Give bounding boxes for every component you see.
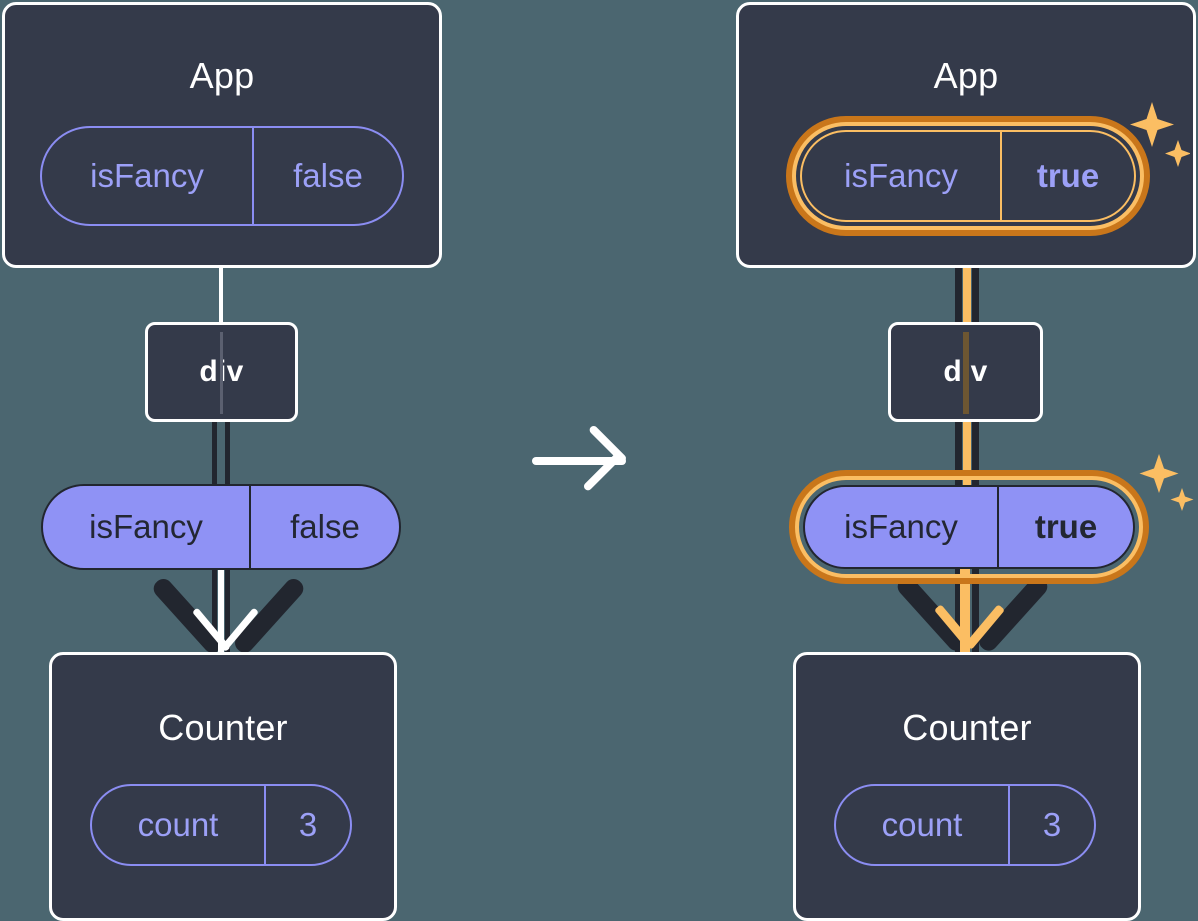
app-state-pill-right[interactable]: isFancy true [800,130,1136,222]
transition-arrow [530,422,648,500]
wire-div-to-pill-right-a [955,418,962,486]
sparkle-icon-prop-right [1139,454,1194,511]
wire-pill-to-counter-right-a [955,566,962,662]
wire-pill-to-counter-left-a [212,566,217,664]
wire-through-div-left [220,332,223,414]
wire-div-to-pill-left-b [225,420,230,486]
counter-state-pill-right[interactable]: count 3 [834,784,1096,866]
prop-pill-value-left: false [249,486,399,568]
counter-title-left: Counter [158,707,288,748]
counter-node-left[interactable]: Counter [49,652,397,921]
wire-orange-app-to-div-right [963,218,971,328]
wire-app-to-div-right-a [955,218,962,328]
wire-app-to-div-right-b [972,218,979,328]
arrow-shaft-left [218,566,224,660]
prop-pill-key-left: isFancy [89,508,203,545]
pill-key-right-app: isFancy [844,157,958,194]
counter-pill-value-right: 3 [1008,786,1094,864]
arrow-shaft-right [960,566,970,662]
wire-through-div-right [963,332,969,414]
counter-pill-key-right: count [881,806,963,843]
counter-state-pill-left[interactable]: count 3 [90,784,352,866]
prop-pill-key-right: isFancy [844,508,958,545]
pill-value-right-app: true [1000,132,1134,220]
counter-pill-key-left: count [137,806,219,843]
counter-title-right: Counter [902,707,1032,748]
highlight-ring-app-right [786,116,1150,236]
prop-pill-value-right: true [997,487,1133,567]
prop-pill-right[interactable]: isFancy true [803,485,1135,569]
wire-div-to-pill-left-a [212,420,217,486]
wire-div-to-pill-right-b [972,418,979,486]
wire-pill-to-counter-left-b [225,566,230,664]
app-title-left: App [189,55,255,96]
wire-orange-div-to-pill-right [963,418,971,486]
pill-value-left-app: false [252,128,402,224]
highlight-ring-prop-right [789,470,1149,584]
app-title-right: App [933,55,999,96]
sparkle-icon-app-right [1130,102,1190,167]
wire-app-to-div-left [219,266,223,324]
pill-key-left-app: isFancy [90,157,204,194]
prop-pill-left[interactable]: isFancy false [41,484,401,570]
app-state-pill-left[interactable]: isFancy false [40,126,404,226]
counter-pill-value-left: 3 [264,786,350,864]
wire-pill-to-counter-right-b [972,566,979,662]
